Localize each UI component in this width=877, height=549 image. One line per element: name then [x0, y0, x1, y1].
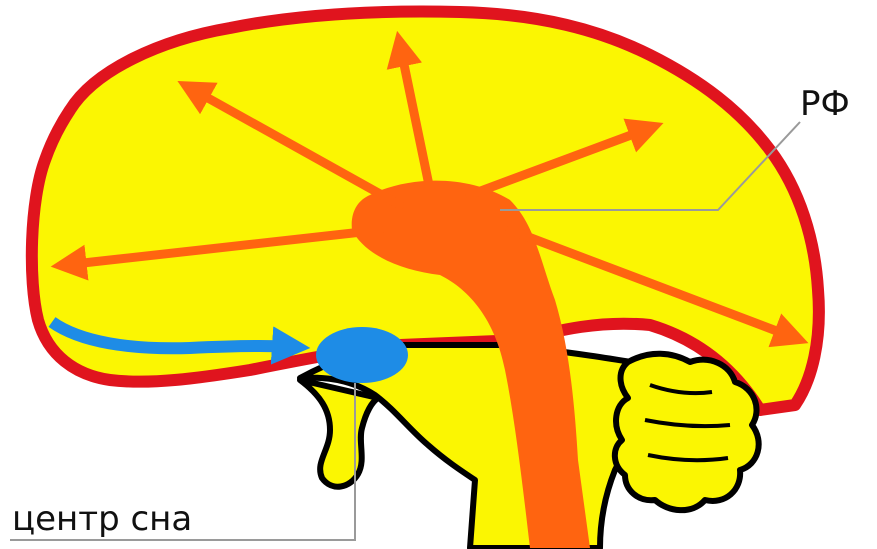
- sleep-center-label: центр сна: [12, 499, 192, 539]
- sleep-center: [316, 327, 408, 383]
- rf-label: РФ: [800, 84, 850, 124]
- hypothalamus-lobe: [300, 380, 378, 487]
